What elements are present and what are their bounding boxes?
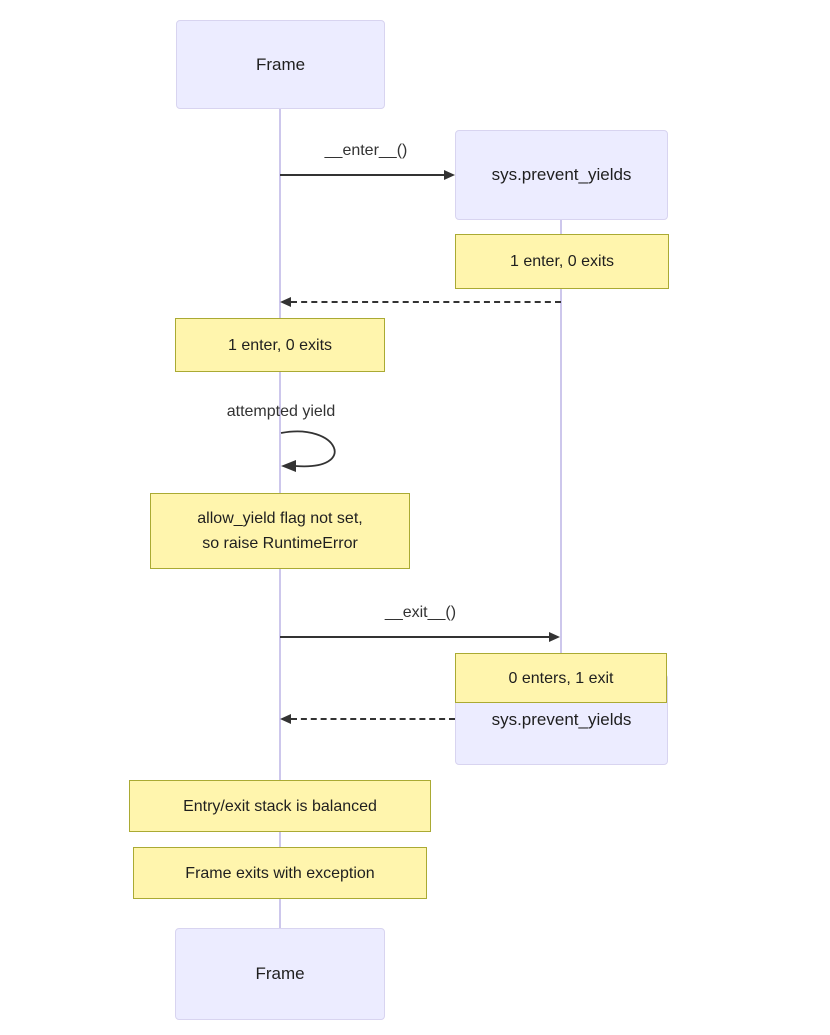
actor-frame-bottom-label: Frame xyxy=(255,964,305,983)
self-loop-arrow-icon xyxy=(280,430,336,472)
message-exit-label: __exit__() xyxy=(384,604,457,621)
note-frame-enter: 1 enter, 0 exits xyxy=(175,318,385,372)
actor-frame-bottom: Frame xyxy=(175,928,385,1020)
message-return-enter-line xyxy=(291,301,561,303)
note-allow-yield-line1: allow_yield flag not set, xyxy=(197,510,363,527)
note-stack-balanced: Entry/exit stack is balanced xyxy=(129,780,431,832)
message-exit-arrowhead-icon xyxy=(549,632,560,642)
actor-sys-top-label: sys.prevent_yields xyxy=(491,165,632,184)
note-sys-enter: 1 enter, 0 exits xyxy=(455,234,669,289)
note-sys-exit-text: 0 enters, 1 exit xyxy=(508,669,614,687)
message-enter-line xyxy=(280,174,444,176)
sys-lifeline xyxy=(560,220,562,674)
message-return-exit-arrowhead-icon xyxy=(280,714,291,724)
message-enter-label: __enter__() xyxy=(324,142,408,159)
note-frame-enter-text: 1 enter, 0 exits xyxy=(227,336,333,354)
note-stack-balanced-text: Entry/exit stack is balanced xyxy=(183,797,377,815)
note-sys-exit: 0 enters, 1 exit xyxy=(455,653,667,703)
note-frame-exception-text: Frame exits with exception xyxy=(185,864,375,882)
note-allow-yield-line2: so raise RuntimeError xyxy=(202,535,358,552)
message-return-enter-arrowhead-icon xyxy=(280,297,291,307)
note-frame-exception: Frame exits with exception xyxy=(133,847,427,899)
actor-sys-top: sys.prevent_yields xyxy=(455,130,668,220)
actor-sys-bottom-label: sys.prevent_yields xyxy=(491,709,632,729)
actor-frame-top: Frame xyxy=(176,20,385,109)
actor-frame-top-label: Frame xyxy=(255,54,306,74)
message-return-exit-line xyxy=(291,718,455,720)
message-enter-arrowhead-icon xyxy=(444,170,455,180)
message-exit-line xyxy=(280,636,549,638)
message-self-yield-label: attempted yield xyxy=(226,403,336,420)
note-allow-yield: allow_yield flag not set, so raise Runti… xyxy=(150,493,410,569)
note-sys-enter-text: 1 enter, 0 exits xyxy=(509,253,615,270)
